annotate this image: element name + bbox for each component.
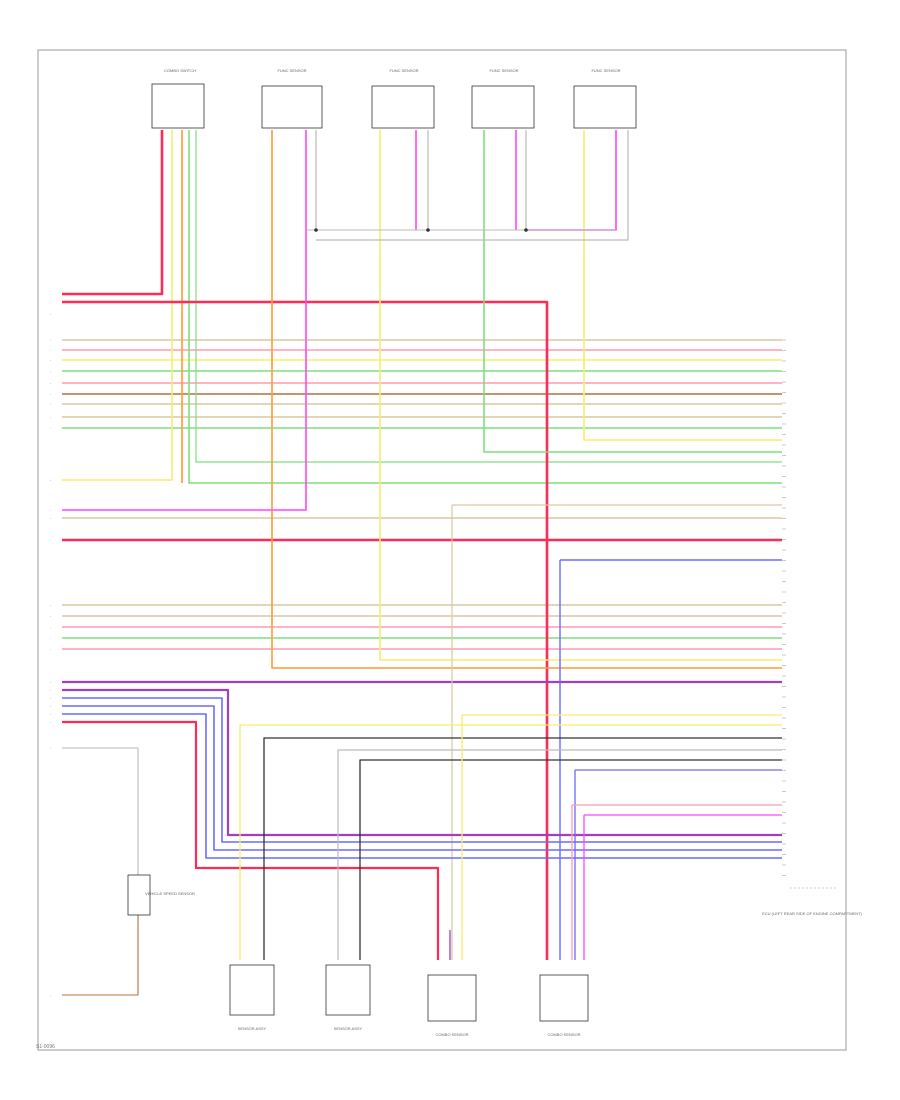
left-pin-marker: · — [50, 392, 51, 397]
component-box — [573, 85, 637, 129]
left-pin-marker: · — [50, 426, 51, 431]
left-pin-marker: · — [50, 516, 51, 521]
wire-lower-violet — [62, 688, 782, 837]
wire-c1-green — [188, 130, 782, 484]
component-c8: COMBO SENSOR — [427, 974, 477, 1037]
wire-c3-yellow — [379, 130, 782, 661]
component-c5: FUNC SENSOR — [573, 68, 637, 129]
pins-layer: · · · · · · · · · · · · · · · · · · · · · · · · · · · · · — [50, 292, 836, 998]
left-pin-marker: · — [50, 415, 51, 420]
components-layer: COMBO SWITCH FUNC SENSOR FUNC SENSOR FUNC S… — [127, 68, 637, 1037]
component-box — [471, 85, 535, 129]
component-box — [261, 85, 323, 129]
splice-1 — [314, 228, 318, 232]
wire-c7-gray — [337, 749, 782, 960]
wire-c5-yellow — [583, 130, 782, 441]
left-pin-marker: · — [50, 338, 51, 343]
left-pin-marker: · — [50, 636, 51, 641]
left-pin-marker: · — [50, 993, 51, 998]
component-label: SENSOR ASSY — [334, 1026, 363, 1031]
wire-c7-black — [359, 759, 782, 960]
component-label: FUNC SENSOR — [489, 68, 518, 73]
component-label: COMBO SWITCH — [164, 68, 196, 73]
wire-c8-yellow — [461, 714, 782, 960]
wire-c1-yellow — [62, 130, 173, 481]
splice-3 — [524, 228, 528, 232]
unit-label: ECU (LEFT REAR SIDE OF ENGINE COMPARTMEN… — [762, 911, 862, 916]
component-box — [371, 85, 435, 129]
wire-c5-magenta — [526, 130, 617, 231]
wire-lower-blue-3 — [62, 713, 782, 859]
left-pin-marker: · — [50, 603, 51, 608]
component-c3: FUNC SENSOR — [371, 68, 435, 129]
left-pin-marker: · — [50, 712, 51, 717]
splice-2 — [426, 228, 430, 232]
figure-label: S1-0096 — [36, 1044, 55, 1050]
component-label: FUNC SENSOR — [591, 68, 620, 73]
left-pin-marker: · — [50, 538, 51, 543]
left-pin-marker: · — [50, 680, 51, 685]
left-pin-marker: · — [50, 369, 51, 374]
component-c7: SENSOR ASSY — [325, 964, 371, 1031]
wire-c1-green-2 — [195, 130, 782, 463]
component-c9: COMBO SENSOR — [539, 974, 589, 1037]
component-c10: VEHICLE SPEED SENSOR — [127, 874, 195, 916]
component-c4: FUNC SENSOR — [471, 68, 535, 129]
component-c6: SENSOR ASSY — [229, 964, 275, 1031]
component-label: COMBO SENSOR — [435, 1032, 468, 1037]
left-pin-marker: · — [50, 625, 51, 630]
left-pin-marker: · — [50, 478, 51, 483]
wire-c6-yellow — [239, 724, 782, 960]
wire-c4-green — [483, 130, 782, 453]
component-label: COMBO SENSOR — [547, 1032, 580, 1037]
wire-c6-black — [263, 737, 782, 960]
left-pin-marker: · — [50, 292, 51, 297]
wire-c5-gray — [316, 130, 629, 241]
left-pin-marker: · — [50, 508, 51, 513]
component-label: FUNC SENSOR — [277, 68, 306, 73]
left-pin-marker: · — [50, 381, 51, 386]
component-box — [325, 964, 371, 1016]
wire-c10-bottom — [62, 910, 139, 996]
left-pin-marker: · — [50, 720, 51, 725]
component-box — [151, 83, 205, 129]
component-box — [127, 874, 151, 916]
wire-red-trunk — [62, 300, 549, 960]
component-label: FUNC SENSOR — [389, 68, 418, 73]
wire-c2-orange — [271, 130, 782, 669]
component-box — [539, 974, 589, 1022]
left-pin-marker: · — [50, 614, 51, 619]
component-box — [427, 974, 477, 1022]
left-pin-marker: · — [50, 348, 51, 353]
component-label: SENSOR ASSY — [238, 1026, 267, 1031]
left-pin-marker: · — [50, 300, 51, 305]
wire-c2-magenta — [62, 130, 307, 511]
wire-c10-top — [62, 747, 139, 880]
wire-c1-red — [62, 130, 164, 296]
left-pin-marker: · — [50, 688, 51, 693]
left-pin-marker: · — [50, 647, 51, 652]
left-pin-marker: · — [50, 358, 51, 363]
left-pin-marker: · — [50, 696, 51, 701]
component-c1: COMBO SWITCH — [151, 68, 205, 129]
left-pin-marker: · — [50, 312, 51, 317]
wires-layer — [62, 130, 782, 996]
component-c2: FUNC SENSOR — [261, 68, 323, 129]
diagram-frame — [37, 49, 847, 1051]
wire-lower-blue-2 — [62, 705, 782, 851]
left-pin-marker: · — [50, 402, 51, 407]
component-box — [229, 964, 275, 1016]
wire-lower-red — [62, 720, 440, 960]
left-pin-marker: · — [50, 746, 51, 751]
left-pin-marker: · — [50, 704, 51, 709]
component-label: VEHICLE SPEED SENSOR — [145, 891, 195, 896]
wire-lower-blue-1 — [62, 697, 782, 843]
